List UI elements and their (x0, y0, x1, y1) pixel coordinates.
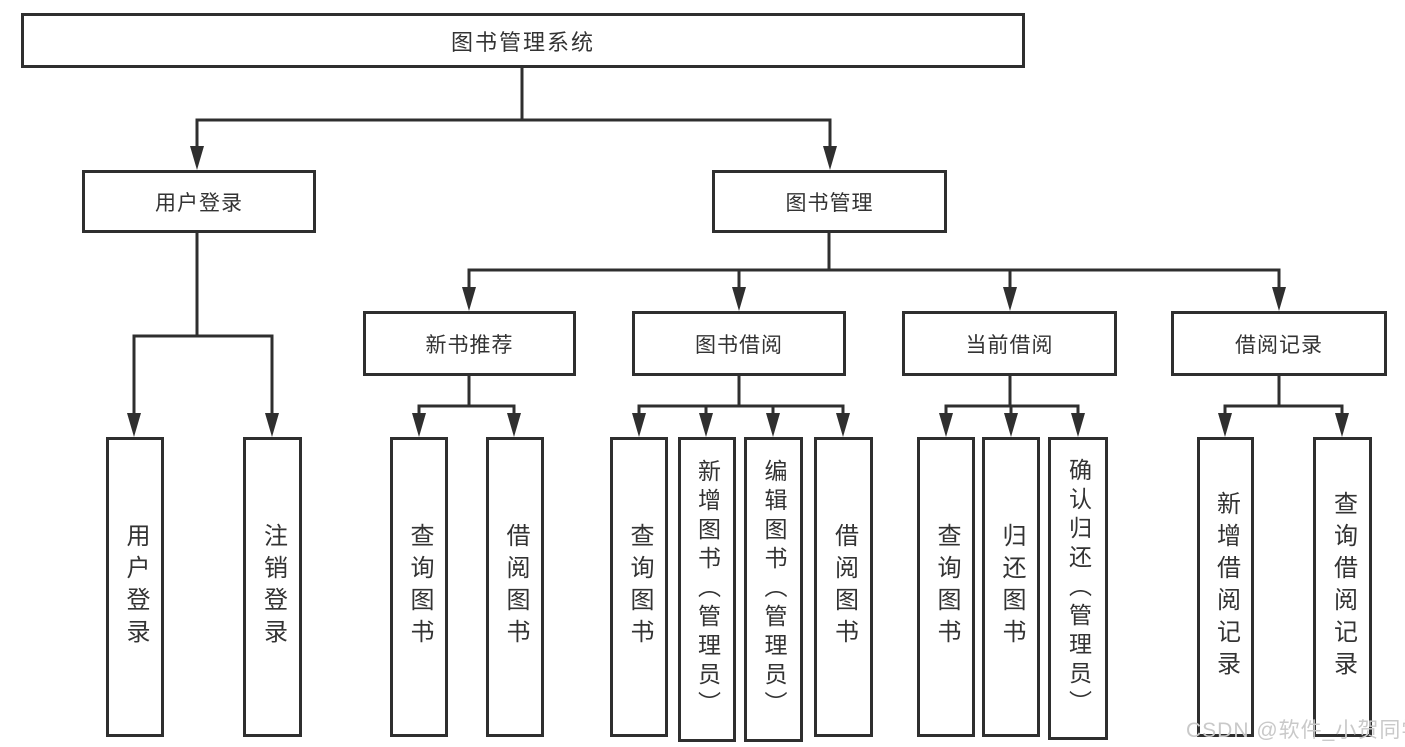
node-new-book-rec: 新书推荐 (363, 311, 576, 376)
node-label: 确认归还（管理员） (1065, 458, 1092, 719)
leaf-edit-book-admin: 编辑图书（管理员） (744, 437, 803, 742)
leaf-borrow-books-rec: 借阅图书 (486, 437, 544, 737)
node-label: 当前借阅 (965, 333, 1054, 357)
leaf-add-borrow-record: 新增借阅记录 (1197, 437, 1254, 737)
node-label: 新增图书（管理员） (694, 459, 721, 720)
leaf-add-book-admin: 新增图书（管理员） (678, 437, 736, 742)
node-borrow-record: 借阅记录 (1171, 311, 1387, 376)
node-label: 查询图书 (406, 523, 433, 651)
watermark-text: CSDN @软件_小贺同学 (1186, 719, 1405, 742)
node-label: 借阅记录 (1235, 333, 1323, 357)
node-label: 用户登录 (155, 191, 243, 215)
leaf-borrow-books: 借阅图书 (814, 437, 873, 737)
node-label: 新增借阅记录 (1212, 491, 1240, 683)
node-root: 图书管理系统 (21, 13, 1025, 68)
node-label: 用户登录 (122, 523, 149, 651)
node-book-borrow: 图书借阅 (632, 311, 846, 376)
node-label: 新书推荐 (425, 333, 514, 357)
leaf-return-book: 归还图书 (982, 437, 1040, 737)
node-current-borrow: 当前借阅 (902, 311, 1117, 376)
node-label: 查询借阅记录 (1329, 491, 1357, 683)
leaf-query-books-borrow: 查询图书 (610, 437, 668, 737)
leaf-logout: 注销登录 (243, 437, 302, 737)
leaf-query-books-rec: 查询图书 (390, 437, 448, 737)
node-label: 图书管理系统 (450, 29, 595, 55)
node-label: 查询图书 (626, 523, 653, 651)
leaf-user-login: 用户登录 (106, 437, 164, 737)
leaf-query-books-current: 查询图书 (917, 437, 975, 737)
node-label: 注销登录 (259, 523, 287, 651)
node-label: 图书借阅 (695, 333, 783, 357)
node-user-login: 用户登录 (82, 170, 316, 233)
node-label: 归还图书 (998, 523, 1025, 651)
node-label: 编辑图书（管理员） (761, 459, 787, 720)
node-label: 借阅图书 (502, 523, 529, 651)
node-label: 图书管理 (785, 191, 874, 215)
leaf-confirm-return-admin: 确认归还（管理员） (1048, 437, 1108, 740)
node-book-mgmt: 图书管理 (712, 170, 947, 233)
node-label: 借阅图书 (830, 523, 858, 651)
node-label: 查询图书 (933, 523, 960, 651)
leaf-query-borrow-record: 查询借阅记录 (1313, 437, 1372, 737)
